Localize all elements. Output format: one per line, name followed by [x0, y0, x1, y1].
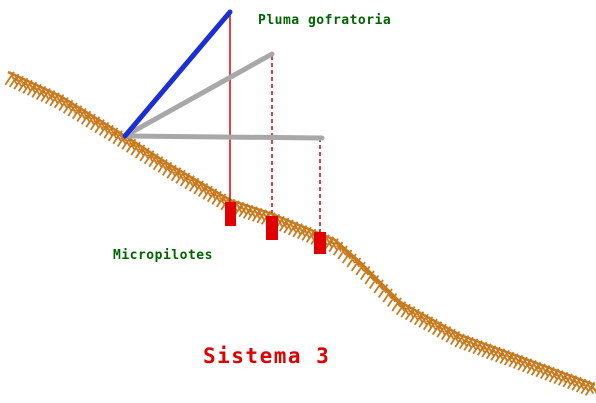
booms — [122, 9, 325, 141]
micropile-3 — [314, 232, 326, 254]
micropile-2 — [266, 216, 278, 240]
micropiles-label: Micropilotes — [113, 248, 213, 263]
guide-lines — [229, 14, 321, 232]
micropiles — [225, 202, 326, 254]
boom-label: Pluma gofratoria — [258, 13, 391, 28]
boom-horizontal — [122, 133, 325, 141]
boom-vertical-active — [122, 9, 233, 139]
micropile-1 — [225, 202, 236, 226]
boom-diagonal — [122, 51, 275, 139]
system-caption: Sistema 3 — [203, 344, 330, 368]
